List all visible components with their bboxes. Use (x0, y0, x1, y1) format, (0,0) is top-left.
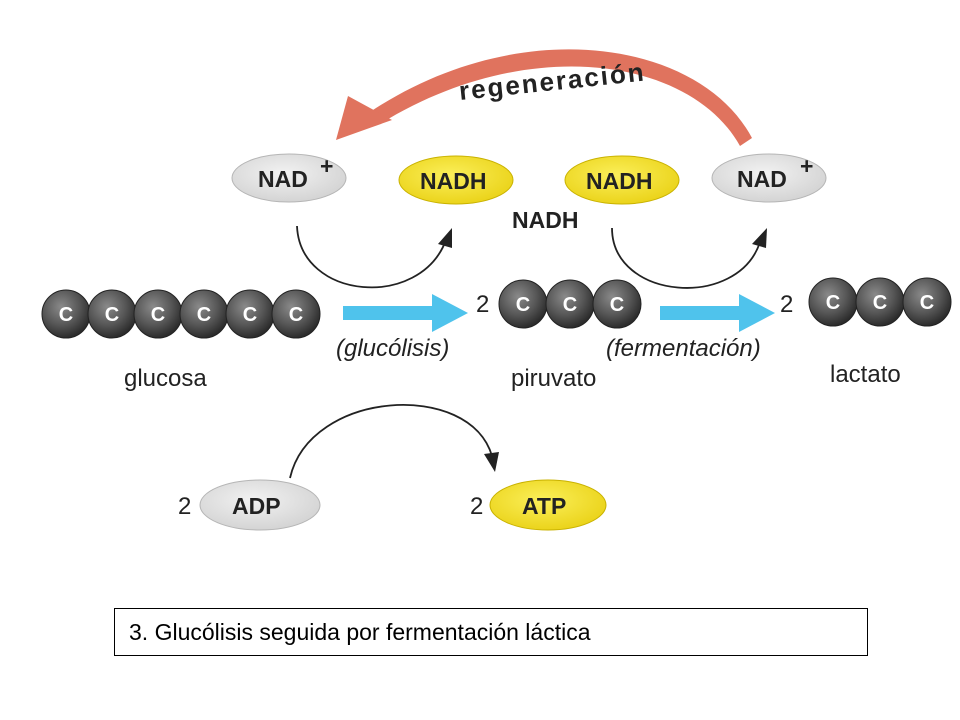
nadh-right-label: NADH (586, 168, 652, 194)
carbon-symbol: C (151, 304, 165, 326)
lactic-fermentation-diagram: regeneración NAD + NADH NADH NAD + NADH … (41, 49, 952, 531)
carbon-symbol: C (920, 292, 934, 314)
glucosa-label: glucosa (124, 365, 207, 392)
nad-right-charge: + (800, 153, 813, 179)
carbon-symbol: C (243, 304, 257, 326)
adp-to-atp-arrow (289, 404, 499, 479)
carbon-bead (902, 277, 952, 327)
lactato-coefficient: 2 (780, 291, 793, 318)
nadh-right-pill: NADH (564, 155, 680, 205)
carbon-symbol: C (59, 304, 73, 326)
carbon-symbol: C (516, 294, 530, 316)
carbon-bead (271, 289, 321, 339)
caption-box: 3. Glucólisis seguida por fermentación l… (114, 608, 868, 656)
nad-right-label: NAD (737, 166, 787, 192)
piruvato-coefficient: 2 (476, 291, 489, 318)
atp-coefficient: 2 (470, 493, 483, 520)
nad-left-pill: NAD + (231, 153, 347, 203)
carbon-symbol: C (610, 294, 624, 316)
carbon-symbol: C (563, 294, 577, 316)
caption-text: 3. Glucólisis seguida por fermentación l… (129, 618, 591, 645)
adp-coefficient: 2 (178, 493, 191, 520)
piruvato-label: piruvato (511, 365, 596, 392)
carbon-symbol: C (873, 292, 887, 314)
nad-left-charge: + (320, 153, 333, 179)
nadh-free-label: NADH (512, 207, 578, 233)
nadh-left-pill: NADH (398, 155, 514, 205)
nad-left-label: NAD (258, 166, 308, 192)
atp-label: ATP (522, 493, 566, 519)
nad-to-nadh-arrow (296, 225, 452, 289)
fermentacion-label: (fermentación) (606, 335, 761, 362)
regeneration-arrow (336, 49, 752, 146)
carbon-symbol: C (826, 292, 840, 314)
lactato-label: lactato (830, 361, 901, 388)
glucolisis-label: (glucólisis) (336, 335, 449, 362)
nadh-to-nad-arrow (611, 227, 767, 289)
carbon-symbol: C (105, 304, 119, 326)
adp-label: ADP (232, 493, 281, 519)
nad-right-pill: NAD + (711, 153, 827, 203)
carbon-symbol: C (289, 304, 303, 326)
adp-pill: ADP (199, 479, 321, 531)
fermentation-arrow (660, 294, 775, 332)
glycolysis-arrow (343, 294, 468, 332)
carbon-symbol: C (197, 304, 211, 326)
carbon-bead (592, 279, 642, 329)
nadh-left-label: NADH (420, 168, 486, 194)
atp-pill: ATP (489, 479, 607, 531)
